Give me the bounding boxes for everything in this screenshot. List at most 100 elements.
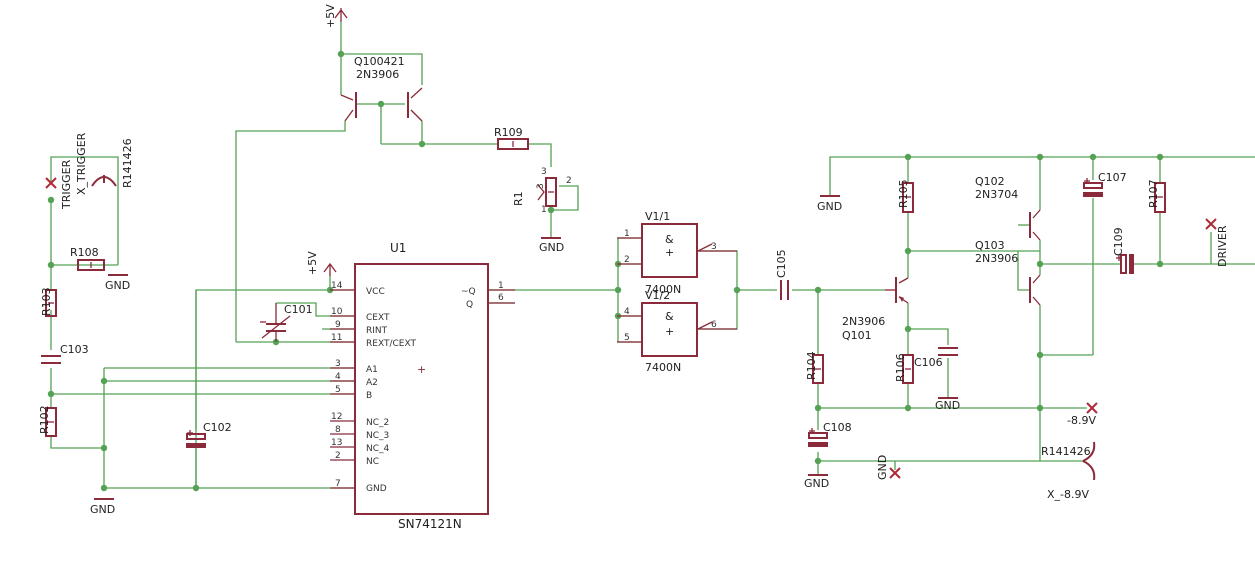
gnd-label: GND (935, 399, 960, 412)
resistor-label: R107 (1147, 179, 1160, 208)
gate-symbol: + (665, 246, 674, 259)
driver-connector: DRIVER (1205, 218, 1229, 267)
resistor-label: R106 (894, 353, 907, 382)
pot-pin: 2 (566, 176, 572, 186)
ic-u1: U1 SN74121N + 14 10 9 11 3 4 5 12 8 (330, 241, 515, 531)
ic-pin-num: 6 (498, 293, 504, 303)
ic-pin-name: REXT/CEXT (366, 339, 416, 349)
gnd-label: GND (539, 241, 564, 254)
ic-pin-num: 14 (331, 281, 343, 291)
gnd-label: GND (90, 503, 115, 516)
ic-pin-name: B (366, 391, 372, 401)
ic-pin-name: RINT (366, 326, 388, 336)
ic-pin-num: 5 (335, 385, 341, 395)
capacitor-label: C108 (823, 421, 852, 434)
transistor-q101: 2N3906 Q101 (842, 277, 909, 342)
capacitor-c108: C108 (808, 421, 852, 447)
supply-label: +5V (306, 251, 319, 275)
neg-connector: -8.9V R141426 X_-8.9V (1041, 402, 1098, 501)
gate-symbol: & (665, 233, 674, 246)
capacitor-c102: C102 (186, 421, 232, 488)
resistor-r104: R104 (805, 351, 824, 384)
ic-pin-name: NC_3 (366, 431, 389, 441)
capacitor-c106: C106 (914, 347, 958, 369)
gnd-label: GND (804, 477, 829, 490)
resistor-r105: R105 (897, 179, 914, 213)
capacitor-c103: C103 (41, 343, 89, 364)
capacitor-label: C107 (1098, 171, 1127, 184)
transistor-ref-overlap: Q100421 (354, 55, 405, 68)
gate-ref: V1/1 (645, 210, 670, 223)
ic-u1-ref: U1 (390, 241, 406, 255)
transistor-q103: Q103 2N3906 (975, 239, 1041, 306)
transistor-part: 2N3906 (842, 315, 885, 328)
capacitor-c101: C101 (260, 303, 313, 342)
capacitor-c109: C109 (1112, 227, 1134, 274)
gnd-x-connector: GND (876, 455, 901, 480)
ic-pin-name: VCC (366, 287, 385, 297)
ic-pin-num: 2 (335, 451, 341, 461)
resistor-label: R102 (38, 405, 51, 434)
gate-pin: 4 (624, 307, 630, 317)
gate-part: 7400N (645, 361, 681, 374)
gate-part: 7400N (645, 283, 681, 296)
capacitor-c107: C107 (1083, 171, 1127, 197)
ic-pin-name: A1 (366, 365, 378, 375)
top-transistor-pair: +5V Q100421 2N3906 (324, 4, 423, 122)
gate-v1-1: & + V1/1 7400N 1 2 3 (617, 210, 737, 296)
resistor-r109: R109 (494, 126, 529, 150)
connector-label: -8.9V (1067, 414, 1096, 427)
resistor-r108: R108 (70, 246, 105, 271)
ic-pin-num: 11 (331, 333, 342, 343)
ic-pin-name: GND (366, 484, 387, 494)
transistor-part-overlap: 2N3906 (356, 68, 399, 81)
transistor-q102: Q102 2N3704 (975, 175, 1041, 264)
ic-pin-name: NC (366, 457, 379, 467)
supply-label: +5V (324, 4, 337, 28)
pot-pin: 3 (541, 167, 547, 177)
resistor-r106: R106 (894, 353, 914, 384)
gate-ref: V1/2 (645, 289, 670, 302)
trigger-connector: TRIGGER X_TRIGGER R141426 (45, 132, 134, 210)
ic-pin-name: NC_4 (366, 444, 390, 454)
gnd-label: GND (817, 200, 842, 213)
gnd-label: GND (105, 279, 130, 292)
capacitor-label: C102 (203, 421, 232, 434)
resistor-r103: R103 (40, 287, 57, 317)
connector-label: DRIVER (1216, 225, 1229, 267)
capacitor-label: C103 (60, 343, 89, 356)
connector-ref: R141426 (1041, 445, 1091, 458)
gate-pin: 1 (624, 229, 630, 239)
resistor-label: R103 (40, 287, 53, 316)
pot-pin-rot: 3 (536, 183, 546, 189)
transistor-part: 2N3906 (975, 252, 1018, 265)
capacitor-label: C109 (1112, 227, 1125, 256)
ic-pin-num: 1 (498, 281, 504, 291)
ic-pin-num: 9 (335, 320, 341, 330)
gate-pin: 5 (624, 333, 630, 343)
resistor-label: R109 (494, 126, 523, 139)
capacitor-c105: C105 (775, 249, 789, 300)
capacitor-label: C106 (914, 356, 943, 369)
connector-label: TRIGGER (60, 159, 73, 210)
potentiometer-r1: R1 3 2 1 3 (512, 167, 572, 215)
transistor-ref: Q101 (842, 329, 872, 342)
ic-u1-part: SN74121N (398, 517, 462, 531)
resistor-r107: R107 (1147, 179, 1166, 213)
gate-pin: 2 (624, 255, 630, 265)
resistor-label: R105 (897, 179, 910, 208)
connector-ref: R141426 (121, 138, 134, 188)
ic-pin-num: 13 (331, 438, 342, 448)
ic-pin-name: Q (466, 300, 473, 310)
ic-pin-name: A2 (366, 378, 378, 388)
gate-v1-2: & + V1/2 7400N 4 5 6 (617, 289, 737, 374)
transistor-ref: Q103 (975, 239, 1005, 252)
capacitor-label: C101 (284, 303, 313, 316)
pot-pin: 1 (541, 205, 547, 215)
ic-pin-num: 3 (335, 359, 341, 369)
ic-pin-num: 7 (335, 479, 341, 489)
ic-pin-name: ~Q (461, 287, 476, 297)
ic-pin-num: 4 (335, 372, 341, 382)
resistor-r102: R102 (38, 405, 57, 437)
